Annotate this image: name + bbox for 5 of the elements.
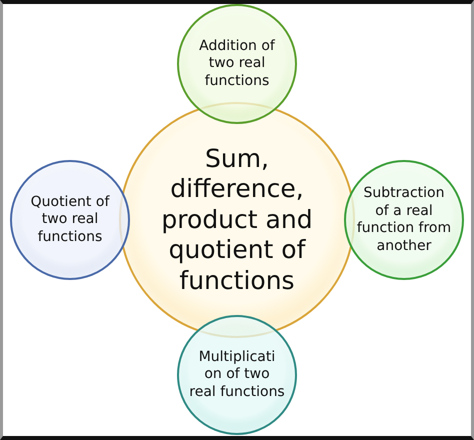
node-label: Sum, difference, product and quotient of functions	[160, 144, 314, 296]
node-label: Multiplicati on of two real functions	[189, 348, 285, 402]
node-label: Subtraction of a real function from another	[356, 185, 452, 255]
node-label: Quotient of two real functions	[30, 194, 111, 246]
node-label: Addition of two real functions	[198, 38, 276, 90]
